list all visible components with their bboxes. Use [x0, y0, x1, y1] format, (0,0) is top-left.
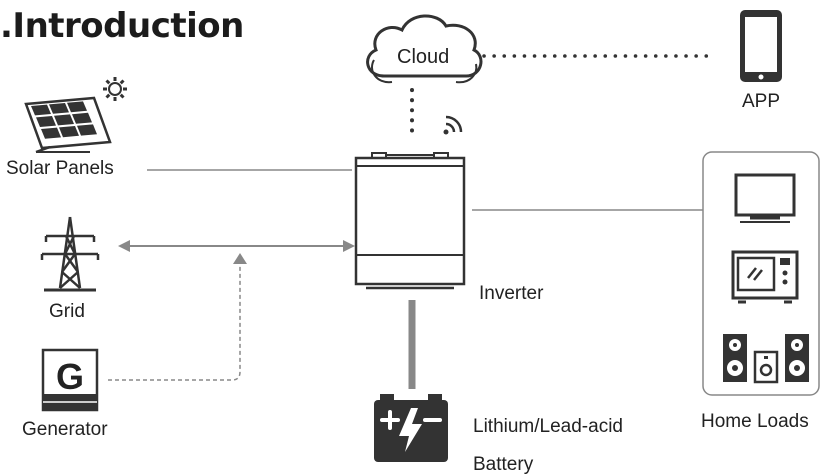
transmission-tower-icon	[40, 216, 100, 292]
inverter-icon	[354, 152, 466, 290]
sun-gear-icon	[103, 77, 127, 101]
smartphone-icon	[740, 10, 782, 82]
grid-label: Grid	[49, 301, 85, 322]
cloud-icon	[366, 14, 483, 84]
inverter-label: Inverter	[479, 283, 544, 304]
generator-icon: G	[41, 348, 99, 412]
page-title: .Introduction	[0, 6, 244, 46]
generator-label: Generator	[22, 419, 108, 440]
tv-icon	[734, 173, 796, 223]
generator-connection-line	[108, 253, 247, 381]
app-label: APP	[742, 91, 781, 112]
cloud-label: Cloud	[397, 46, 450, 68]
home-loads-label: Home Loads	[701, 411, 809, 432]
speaker-icon	[723, 334, 809, 384]
battery-label-line1: Lithium/Lead-acid	[473, 416, 623, 437]
generator-letter: G	[56, 356, 84, 397]
wifi-icon	[443, 115, 463, 135]
battery-label-line2: Battery	[473, 454, 534, 475]
solar-panel-icon	[24, 96, 112, 154]
microwave-icon	[731, 250, 799, 304]
grid-inverter-arrow	[118, 240, 355, 252]
battery-icon	[374, 394, 448, 462]
solar-panels-label: Solar Panels	[6, 158, 114, 179]
